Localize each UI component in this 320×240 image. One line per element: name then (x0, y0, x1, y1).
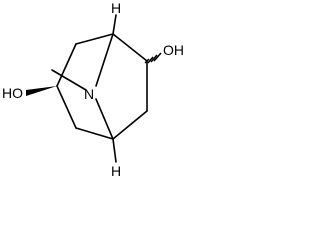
bond-n-c5 (95, 98, 114, 140)
bond-c-ring-bottom-right-c5 (112, 110, 148, 140)
molecule-structure: H OH HO N H (2, 0, 184, 179)
atom-h-top: H (111, 0, 121, 16)
atom-oh-right: OH (163, 42, 184, 58)
bond-c5-h-bottom (112, 138, 117, 163)
bond-c1-c-hydroxyl-right (112, 33, 148, 62)
wedge-bond-ho-left (26, 86, 57, 96)
bond-c-ring-bottom-left-c-ring-left (56, 85, 77, 129)
bond-lines (51, 14, 148, 163)
bond-c5-c-ring-bottom-left (75, 127, 114, 140)
atom-n-bridge: N (84, 86, 94, 102)
bond-n-methyl (51, 69, 87, 91)
atom-h-bottom: H (111, 163, 121, 179)
bond-n-c1 (95, 33, 114, 87)
bond-c1-c-ring-top-left (75, 33, 114, 45)
bond-c-ring-top-left-c-ring-left (56, 43, 77, 87)
hashed-bond-oh-right (144, 52, 162, 64)
atom-ho-left: HO (2, 85, 23, 101)
bond-c1-h-top (112, 14, 117, 35)
